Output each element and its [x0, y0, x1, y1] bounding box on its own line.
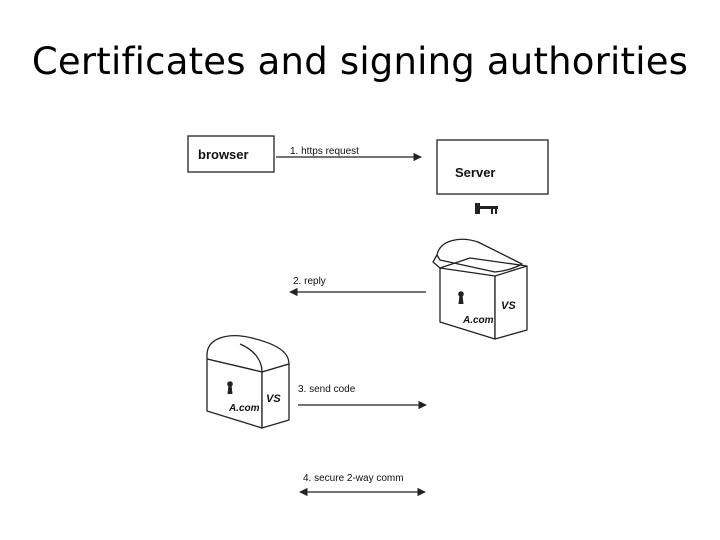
- key-icon: [475, 203, 498, 214]
- step-4-secure-comm: 4. secure 2-way comm: [300, 473, 425, 492]
- step-3-send-code: 3. send code: [298, 384, 426, 405]
- browser-chest-domain-label: A.com: [228, 403, 260, 414]
- step-2-label: 2. reply: [293, 276, 326, 287]
- browser-chest-signer-label: VS: [266, 393, 281, 405]
- server-chest-signer-label: VS: [501, 300, 516, 312]
- step-4-label: 4. secure 2-way comm: [303, 473, 404, 484]
- step-2-reply: 2. reply: [290, 276, 426, 292]
- browser-certificate-chest: [207, 336, 289, 428]
- step-1-label: 1. https request: [290, 146, 359, 157]
- step-1-request: 1. https request: [276, 146, 421, 157]
- browser-label: browser: [198, 147, 249, 162]
- server-chest-domain-label: A.com: [462, 315, 494, 326]
- browser-box: browser: [188, 136, 274, 172]
- step-3-label: 3. send code: [298, 384, 356, 395]
- server-box: Server: [437, 140, 548, 194]
- server-label: Server: [455, 165, 495, 180]
